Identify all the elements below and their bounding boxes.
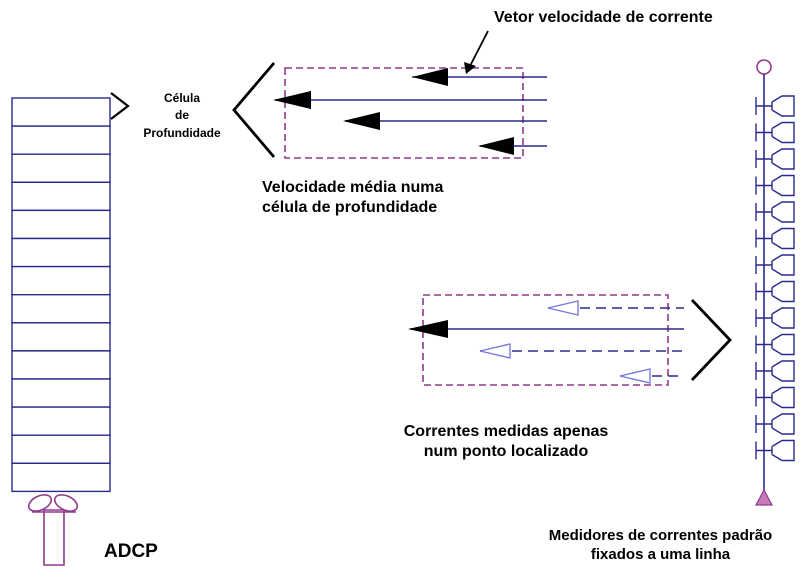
meter-icon: [755, 360, 795, 382]
adcp-depth-cell: [11, 181, 111, 212]
velocity-vectors-top: [275, 76, 547, 147]
vetor-callout-arrow: [464, 30, 489, 74]
point-currents-label: Correntes medidas apenas num ponto local…: [403, 423, 609, 460]
meter-icon: [755, 254, 795, 276]
adcp-depth-cell: [11, 97, 111, 127]
adcp-depth-cell: [11, 125, 111, 155]
current-meters-label: Medidores de correntes padrão fixados a …: [548, 527, 773, 563]
adcp-depth-cell: [11, 350, 111, 380]
meter-icon: [755, 201, 795, 223]
meter-icon: [755, 121, 795, 144]
meter-icon: [755, 174, 795, 197]
adcp-depth-cell: [11, 209, 111, 240]
meter-icon: [755, 386, 795, 409]
arrowhead-icon: [408, 300, 651, 384]
velocity-vector-label: Vetor velocidade de corrente: [494, 9, 713, 26]
anchor-icon: [755, 488, 773, 506]
adcp-depth-cell: [11, 378, 111, 408]
adcp-depth-cell: [11, 406, 111, 436]
cell-bracket-small: [110, 92, 130, 120]
adcp-transducer-icon: [27, 494, 79, 566]
meter-icon: [755, 439, 795, 462]
adcp-depth-cell: [11, 153, 111, 183]
point-measurement-box: [422, 294, 669, 386]
adcp-label: ADCP: [104, 541, 158, 562]
adcp-depth-cell: [11, 265, 111, 296]
current-meter-stack: [755, 95, 795, 462]
depth-cell-label: Célula de Profundidade: [143, 91, 221, 140]
mooring-line: [755, 59, 773, 506]
adcp-cell-stack: [11, 97, 111, 493]
meter-icon: [755, 307, 795, 329]
buoy-icon: [756, 59, 772, 75]
depth-cell-box: [284, 67, 524, 159]
adcp-depth-cell: [11, 434, 111, 465]
cell-bracket-large: [232, 62, 276, 158]
meter-icon: [755, 280, 795, 303]
adcp-depth-cell: [11, 462, 111, 493]
meter-icon: [755, 413, 795, 435]
meter-icon: [755, 333, 795, 356]
meter-icon: [755, 95, 795, 117]
adcp-depth-cell: [11, 237, 111, 268]
adcp-depth-cell: [11, 294, 111, 324]
arrowhead-icon: [273, 68, 514, 155]
mean-velocity-label: Velocidade média numa célula de profundi…: [262, 179, 444, 216]
meter-bracket: [690, 299, 732, 381]
velocity-vectors-bottom: [410, 307, 684, 377]
adcp-depth-cell: [11, 322, 111, 352]
meter-icon: [755, 227, 795, 250]
meter-icon: [755, 148, 795, 170]
